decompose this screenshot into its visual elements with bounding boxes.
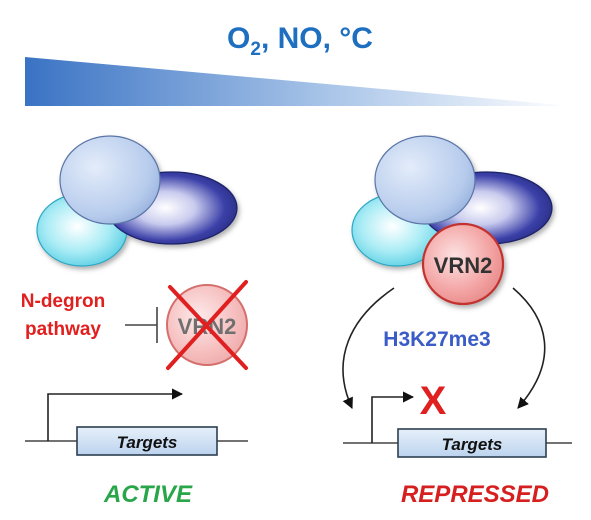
right-state-label: REPRESSED — [401, 481, 549, 508]
right-lightblue-subunit — [374, 135, 476, 225]
left-transcription-arrow — [47, 388, 184, 441]
left-state-label: ACTIVE — [103, 481, 193, 508]
histone-mark-label: H3K27me3 — [383, 328, 490, 351]
header-title: O2, NO, °C — [227, 22, 373, 60]
block-x-mark: X — [420, 379, 447, 423]
inhibition-arrow — [125, 307, 158, 343]
right-gene-box — [397, 428, 547, 458]
gradient-wedge — [25, 57, 572, 106]
right-gene-label: Targets — [442, 435, 503, 454]
right-vrn2-label: VRN2 — [434, 253, 493, 278]
inhibitor-label-line2: pathway — [25, 319, 101, 340]
right-vrn2-circle — [421, 222, 505, 306]
left-lightblue-subunit — [59, 135, 161, 225]
cross-out-icon — [166, 280, 248, 370]
inhibitor-label-line1: N-degron — [21, 291, 105, 312]
right-gene: Targets — [343, 391, 572, 458]
header-o2: O — [227, 22, 250, 55]
header-rest: , NO, °C — [261, 22, 373, 55]
right-complex: VRN2 — [351, 135, 553, 306]
right-transcription-arrow — [371, 391, 415, 443]
left-gene: Targets — [25, 388, 248, 456]
left-complex — [36, 135, 238, 267]
right-curved-arrow — [512, 287, 546, 409]
left-curved-arrow — [342, 287, 395, 410]
header-o2-subscript: 2 — [250, 39, 261, 60]
left-gene-label: Targets — [117, 433, 178, 452]
left-gene-box — [76, 426, 218, 456]
